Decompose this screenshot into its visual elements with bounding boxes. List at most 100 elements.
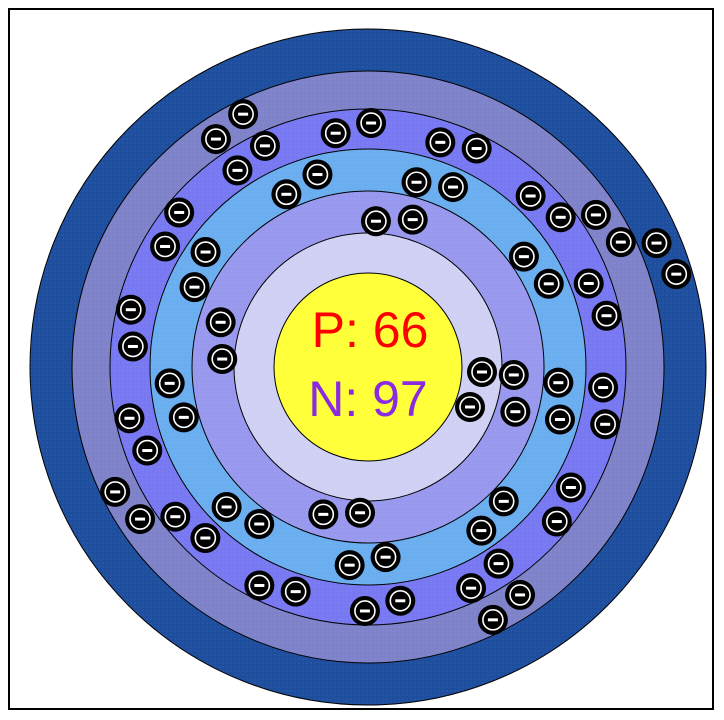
electron-ring — [460, 577, 482, 599]
negative-sign-icon — [124, 416, 135, 420]
electron-ring — [120, 298, 142, 321]
negative-sign-icon — [565, 485, 576, 489]
negative-sign-icon — [200, 250, 211, 254]
electron — [280, 576, 311, 607]
electron-ring — [284, 580, 307, 603]
electron-ring — [172, 406, 195, 429]
negative-sign-icon — [508, 373, 519, 377]
electron — [401, 167, 432, 198]
proton-count-label: P: 66 — [312, 302, 429, 358]
negative-sign-icon — [110, 490, 121, 494]
bohr-model-diagram: P: 66 N: 97 — [29, 28, 707, 706]
negative-sign-icon — [127, 344, 138, 348]
electron — [302, 159, 333, 190]
electron — [160, 501, 191, 532]
electron-ring — [470, 519, 493, 542]
electron — [580, 199, 611, 230]
electron-ring — [471, 361, 493, 383]
electron-ring — [442, 176, 464, 198]
negative-sign-icon — [601, 314, 612, 318]
electron — [541, 506, 572, 537]
negative-sign-icon — [359, 609, 370, 613]
electron-ring — [549, 206, 572, 229]
electron — [397, 204, 428, 235]
electron — [498, 359, 529, 390]
electron-ring — [194, 527, 217, 549]
negative-sign-icon — [174, 210, 185, 214]
electron — [533, 268, 564, 299]
negative-sign-icon — [583, 281, 594, 285]
nucleus-disc — [273, 272, 463, 462]
negative-sign-icon — [510, 410, 521, 414]
negative-sign-icon — [493, 562, 504, 566]
nucleus: P: 66 N: 97 — [273, 272, 463, 462]
electron — [605, 227, 636, 258]
neutron-count-label: N: 97 — [308, 371, 428, 427]
negative-sign-icon — [554, 417, 565, 421]
electron — [154, 368, 185, 399]
negative-sign-icon — [518, 255, 529, 259]
negative-sign-icon — [525, 194, 536, 198]
electron-ring — [209, 311, 232, 334]
electron — [115, 294, 146, 325]
negative-sign-icon — [135, 517, 146, 521]
electron — [500, 396, 531, 427]
negative-sign-icon — [555, 215, 566, 219]
electron-ring — [158, 372, 181, 395]
electrons — [100, 99, 692, 635]
electron-ring — [459, 396, 481, 418]
electron-ring — [338, 554, 361, 576]
negative-sign-icon — [178, 415, 189, 419]
negative-sign-icon — [254, 522, 265, 526]
electron — [661, 259, 692, 290]
electron — [467, 357, 497, 387]
electron-ring — [354, 600, 376, 622]
electron-ring — [577, 272, 600, 295]
electron-ring — [645, 232, 668, 254]
electron — [356, 108, 387, 139]
electron — [320, 118, 351, 149]
electron — [150, 231, 181, 262]
electron — [211, 492, 242, 523]
electron — [456, 573, 487, 604]
electron-ring — [306, 163, 329, 186]
electron-ring — [129, 508, 151, 530]
negative-sign-icon — [281, 192, 292, 196]
electron-ring — [104, 481, 126, 503]
electron-ring — [360, 112, 382, 134]
electron — [360, 206, 391, 237]
negative-sign-icon — [515, 593, 526, 597]
electron — [488, 486, 519, 517]
negative-sign-icon — [615, 240, 626, 244]
electron — [164, 197, 195, 228]
electron-ring — [595, 304, 618, 327]
negative-sign-icon — [466, 586, 477, 590]
electron-ring — [560, 476, 582, 499]
electron-ring — [168, 201, 190, 224]
electron — [345, 497, 376, 528]
electron — [222, 155, 253, 186]
electron-ring — [122, 335, 144, 358]
negative-sign-icon — [476, 529, 487, 533]
negative-sign-icon — [366, 121, 377, 125]
negative-sign-icon — [407, 218, 418, 222]
negative-sign-icon — [330, 131, 341, 135]
electron — [244, 570, 275, 601]
electron-ring — [585, 204, 607, 226]
electron-ring — [248, 513, 271, 535]
electron-ring — [592, 376, 614, 399]
electron — [461, 133, 492, 164]
negative-sign-icon — [312, 173, 323, 177]
negative-sign-icon — [553, 381, 564, 385]
electron-ring — [502, 364, 525, 386]
negative-sign-icon — [471, 147, 482, 151]
electron-ring — [324, 122, 347, 145]
electron — [308, 499, 339, 530]
negative-sign-icon — [651, 241, 662, 245]
negative-sign-icon — [370, 219, 381, 223]
electron — [249, 130, 280, 161]
electron-ring — [513, 245, 535, 268]
negative-sign-icon — [210, 137, 221, 141]
electron-ring — [492, 490, 515, 513]
electron-ring — [232, 103, 254, 125]
